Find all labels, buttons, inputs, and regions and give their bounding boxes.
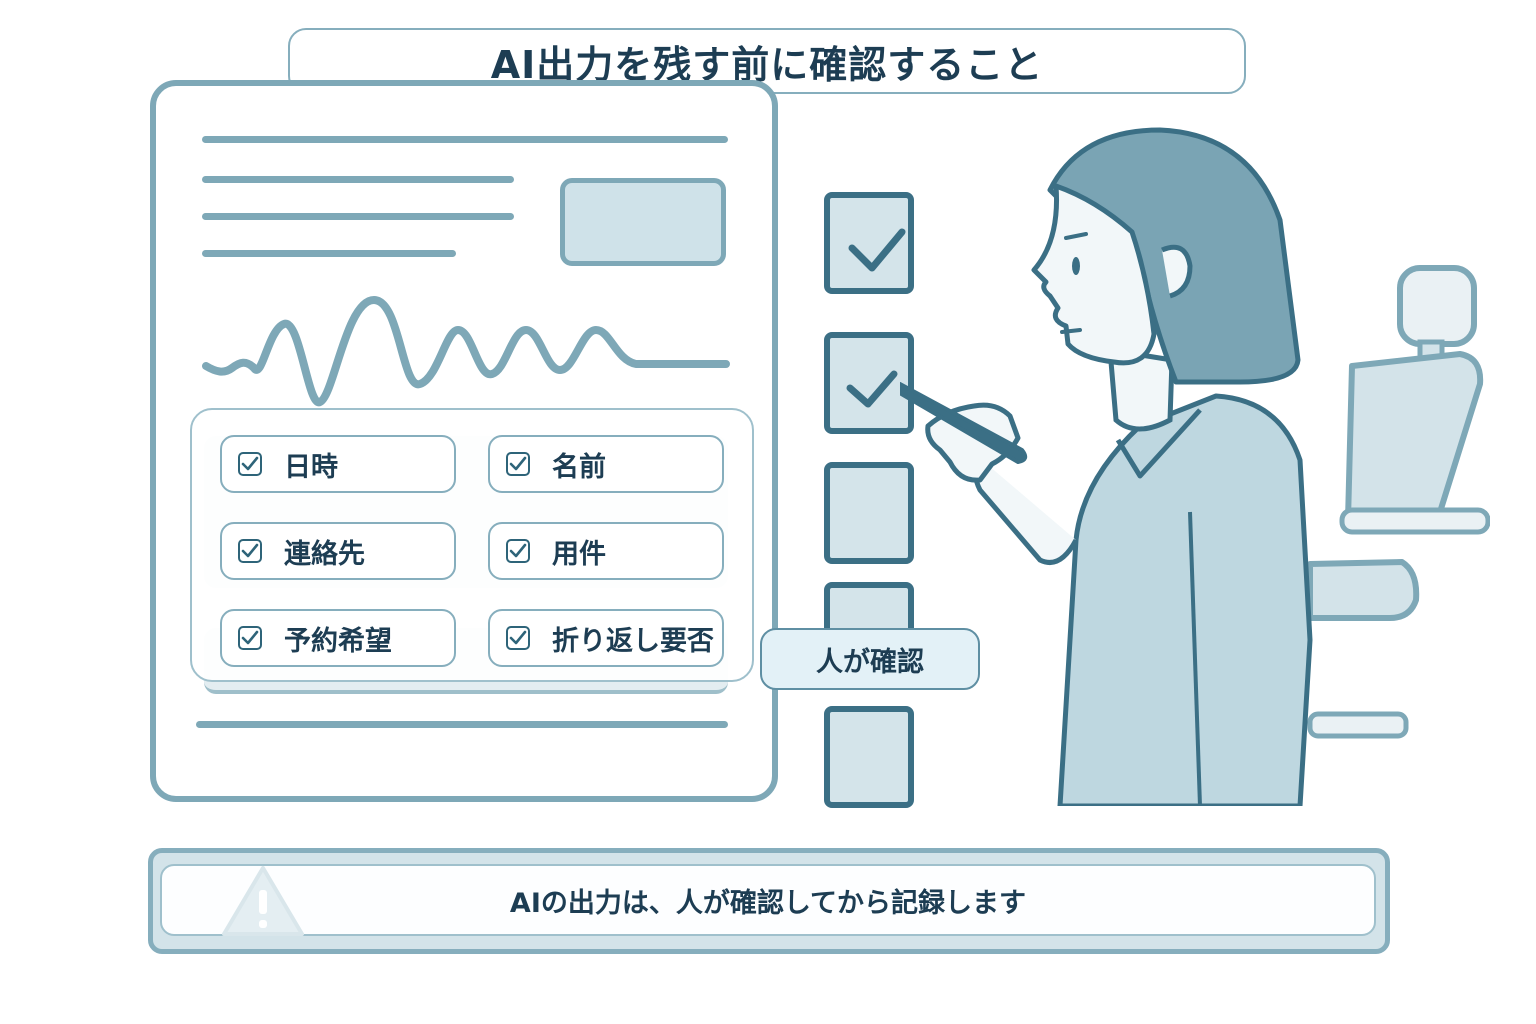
human-check-tag: 人が確認: [760, 628, 980, 690]
checklist-item-name[interactable]: 名前: [488, 435, 724, 493]
checklist-item-label: 連絡先: [284, 538, 365, 570]
check-icon: [848, 228, 906, 272]
chair-illustration: [1307, 265, 1490, 739]
doc-text-line: [202, 250, 456, 257]
review-checkbox-3[interactable]: [824, 462, 914, 564]
checklist-item-label: 用件: [552, 538, 606, 570]
notice-banner-text: AIの出力は、人が確認してから記録します: [509, 887, 1027, 919]
warning-icon: [222, 866, 304, 936]
checklist-item-callback[interactable]: 折り返し要否: [488, 609, 724, 667]
review-checkbox-1[interactable]: [824, 192, 914, 294]
doc-footer-line: [196, 721, 728, 728]
check-icon: [846, 370, 898, 408]
checklist-item-label: 折り返し要否: [552, 625, 714, 657]
human-check-label: 人が確認: [816, 646, 924, 678]
checklist-item-purpose[interactable]: 用件: [488, 522, 724, 580]
checklist-item-label: 日時: [284, 451, 338, 483]
check-icon: [509, 456, 527, 471]
check-icon: [241, 543, 259, 558]
checkbox[interactable]: [506, 539, 530, 563]
doc-text-line: [202, 136, 728, 143]
review-checkbox-2[interactable]: [824, 332, 914, 434]
check-icon: [241, 456, 259, 471]
check-icon: [509, 630, 527, 645]
checkbox[interactable]: [238, 626, 262, 650]
doc-text-line: [202, 176, 514, 183]
checkbox[interactable]: [238, 452, 262, 476]
doc-image-placeholder: [560, 178, 726, 266]
review-checkbox-5[interactable]: [824, 706, 914, 808]
checklist-item-label: 予約希望: [284, 625, 392, 657]
checkbox[interactable]: [506, 452, 530, 476]
waveform-icon: [202, 296, 730, 407]
checklist-item-datetime[interactable]: 日時: [220, 435, 456, 493]
checklist-item-reservation[interactable]: 予約希望: [220, 609, 456, 667]
checklist-item-label: 名前: [552, 451, 606, 483]
notice-banner-inner: AIの出力は、人が確認してから記録します: [160, 864, 1376, 936]
checkbox[interactable]: [506, 626, 530, 650]
page-title: AI出力を残す前に確認すること: [490, 42, 1044, 87]
person-illustration: [900, 127, 1313, 806]
check-icon: [509, 543, 527, 558]
checklist-item-contact[interactable]: 連絡先: [220, 522, 456, 580]
check-icon: [241, 630, 259, 645]
doc-text-line: [202, 213, 514, 220]
checkbox[interactable]: [238, 539, 262, 563]
